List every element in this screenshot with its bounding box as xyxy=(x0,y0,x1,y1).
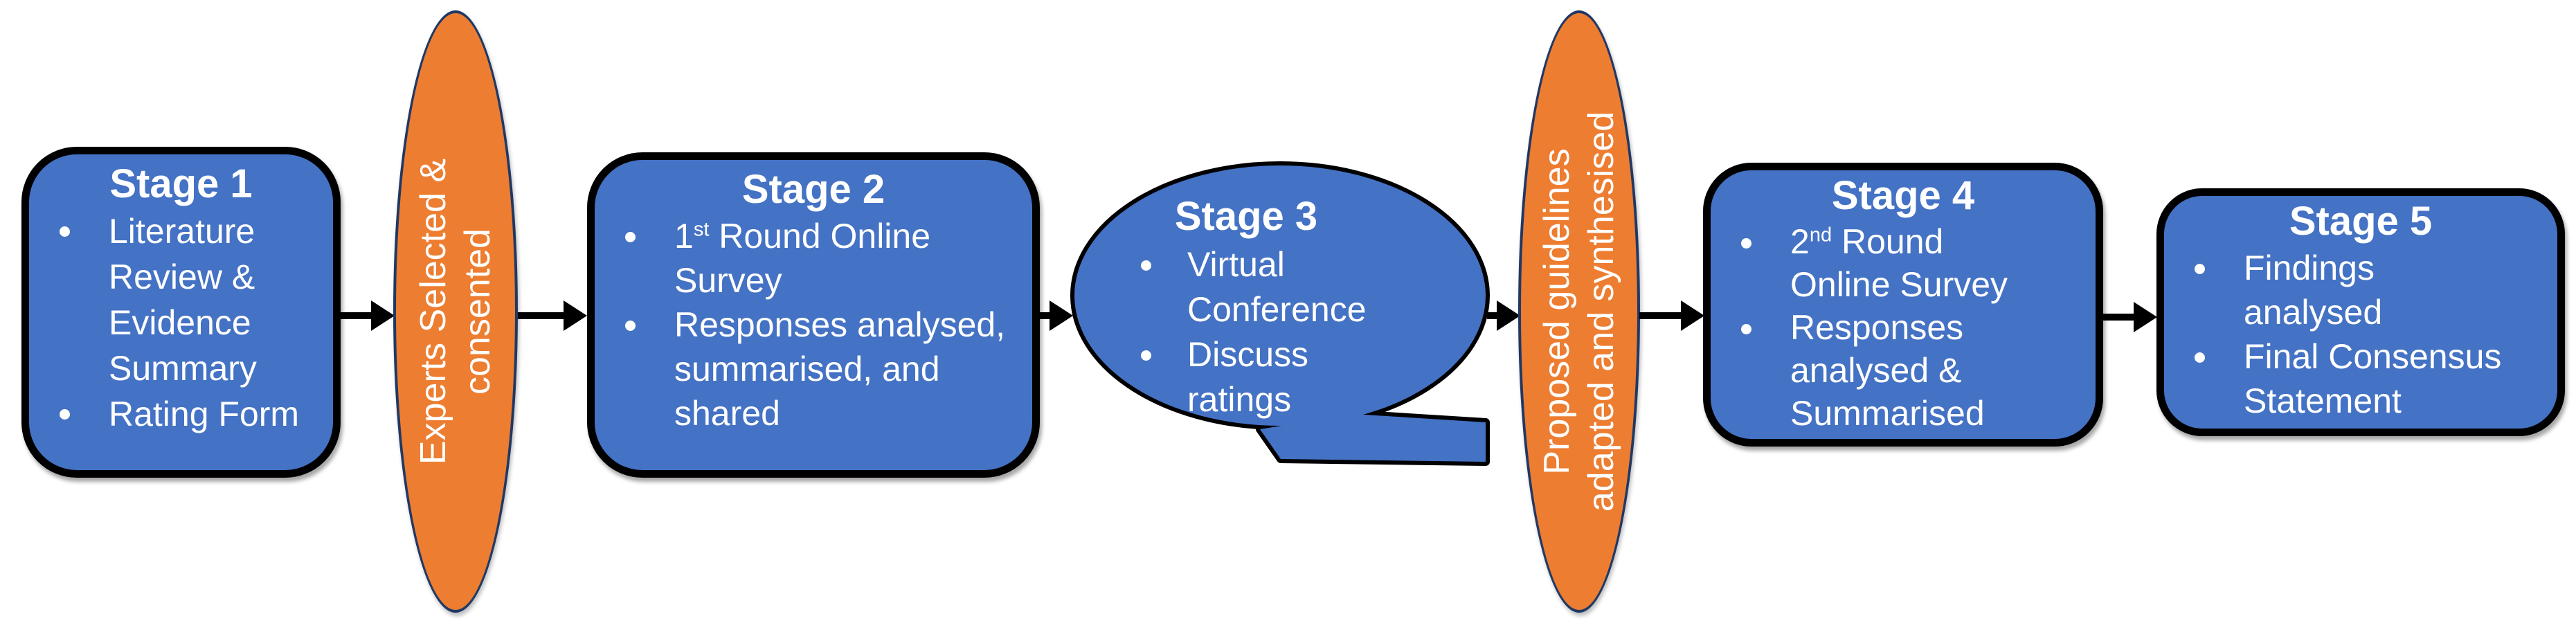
arrow-shaft xyxy=(1639,312,1685,319)
arrow-head-icon xyxy=(1497,300,1520,331)
flow-arrow xyxy=(1639,300,1704,331)
stage4-title: Stage 4 xyxy=(1831,173,1975,218)
stage5-box: Stage 5 Findings analysed Final Consensus… xyxy=(2156,188,2565,436)
flow-arrow xyxy=(518,300,587,331)
bullet-line: Online Survey xyxy=(1790,265,2008,304)
bullet-icon xyxy=(1141,260,1151,271)
arrow-head-icon xyxy=(1050,300,1073,331)
bullet-icon xyxy=(625,321,636,331)
arrow-shaft xyxy=(2103,314,2138,321)
list-item: Discuss ratings xyxy=(1122,332,1426,422)
connector2-line1: Proposed guidelines xyxy=(1537,148,1577,475)
bullet-line: Evidence xyxy=(109,303,251,342)
bullet-icon xyxy=(625,232,636,242)
bullet-icon xyxy=(2195,352,2205,363)
stage1-title: Stage 1 xyxy=(109,161,253,206)
connector2-label: Proposed guidelines adapted and synthesi… xyxy=(1518,10,1640,613)
arrow-shaft xyxy=(518,312,568,319)
bullet-line: Summarised xyxy=(1790,394,1985,433)
connector1-line2: consented xyxy=(458,228,498,395)
arrow-head-icon xyxy=(2134,302,2157,332)
bubble-ellipse-fill xyxy=(1074,165,1486,426)
bullet-line: summarised, and xyxy=(674,350,940,388)
bullet-line: Rating Form xyxy=(109,395,300,433)
bullet-line: 2nd Round xyxy=(1790,222,1944,261)
bullet-line: ratings xyxy=(1187,380,1292,419)
bullet-line: 1st Round Online xyxy=(674,217,931,255)
bullet-line: Responses analysed, xyxy=(674,305,1006,344)
list-item: Responses analysed, summarised, and shared xyxy=(625,303,1020,435)
bullet-line: Findings xyxy=(2244,249,2375,287)
list-item: Rating Form xyxy=(60,391,321,437)
connector2-ellipse xyxy=(1518,10,1640,613)
list-item: Responses analysed & Summarised xyxy=(1741,306,2083,435)
arrow-head-icon xyxy=(371,300,395,331)
bullet-text: 2nd Round Online Survey xyxy=(1790,220,2008,306)
list-item: 1st Round Online Survey xyxy=(625,214,1020,303)
connector2-line2: adapted and synthesised xyxy=(1581,111,1621,512)
arrow-shaft xyxy=(341,312,375,319)
bullet-icon xyxy=(60,226,70,237)
bullet-line: Statement xyxy=(2244,381,2402,420)
bullet-text: Findings analysed xyxy=(2244,246,2382,334)
bullet-text: Rating Form xyxy=(109,391,299,437)
arrow-head-icon xyxy=(1681,300,1704,331)
arrow-head-icon xyxy=(564,300,587,331)
bullet-line: Review & xyxy=(109,258,255,296)
bullet-icon xyxy=(1741,324,1751,334)
bullet-line: analysed & xyxy=(1790,351,1962,390)
bullet-icon xyxy=(2195,264,2205,274)
stage5-title: Stage 5 xyxy=(2289,199,2433,244)
flow-arrow xyxy=(1040,300,1073,331)
bullet-line: Literature xyxy=(109,212,255,251)
stage4-box: Stage 4 2nd Round Online Survey Response… xyxy=(1703,163,2103,447)
bullet-line: Responses xyxy=(1790,308,1964,347)
stage3-bubble xyxy=(1070,161,1490,466)
stage2-title: Stage 2 xyxy=(741,167,885,212)
list-item: Findings analysed xyxy=(2195,246,2545,334)
bullet-text: Responses analysed & Summarised xyxy=(1790,306,1985,435)
bubble-tail-fill xyxy=(1260,414,1486,462)
bullet-text: 1st Round Online Survey xyxy=(674,214,930,303)
connector1-ellipse xyxy=(393,10,518,613)
bullet-line: Survey xyxy=(674,261,782,300)
connector1-label: Experts Selected & consented xyxy=(393,10,518,613)
arrow-shaft xyxy=(1040,312,1054,319)
bullet-line: Virtual xyxy=(1187,245,1285,284)
bullet-line: Conference xyxy=(1187,290,1367,329)
bullet-line: Final Consensus xyxy=(2244,337,2502,376)
flow-arrow xyxy=(2103,302,2157,332)
bullet-icon xyxy=(60,409,70,420)
bullet-text: Responses analysed, summarised, and shared xyxy=(674,303,1005,435)
stage2-bullet-list: 1st Round Online Survey Responses analys… xyxy=(595,214,1032,435)
bullet-line: Discuss xyxy=(1187,335,1309,374)
bullet-line: analysed xyxy=(2244,293,2383,332)
flow-arrow xyxy=(341,300,395,331)
bullet-line: Summary xyxy=(109,349,257,388)
bullet-line: shared xyxy=(674,394,780,433)
bullet-text: Discuss ratings xyxy=(1187,332,1308,422)
list-item: 2nd Round Online Survey xyxy=(1741,220,2083,306)
connector1-line1: Experts Selected & xyxy=(413,158,453,465)
stage2-box: Stage 2 1st Round Online Survey Response… xyxy=(587,152,1040,478)
bullet-icon xyxy=(1741,238,1751,249)
bullet-icon xyxy=(1141,350,1151,361)
flow-arrow xyxy=(1487,300,1520,331)
arrow-shaft xyxy=(1487,312,1501,319)
stage4-bullet-list: 2nd Round Online Survey Responses analyse… xyxy=(1711,220,2096,435)
stage3-title: Stage 3 xyxy=(1174,194,1318,239)
